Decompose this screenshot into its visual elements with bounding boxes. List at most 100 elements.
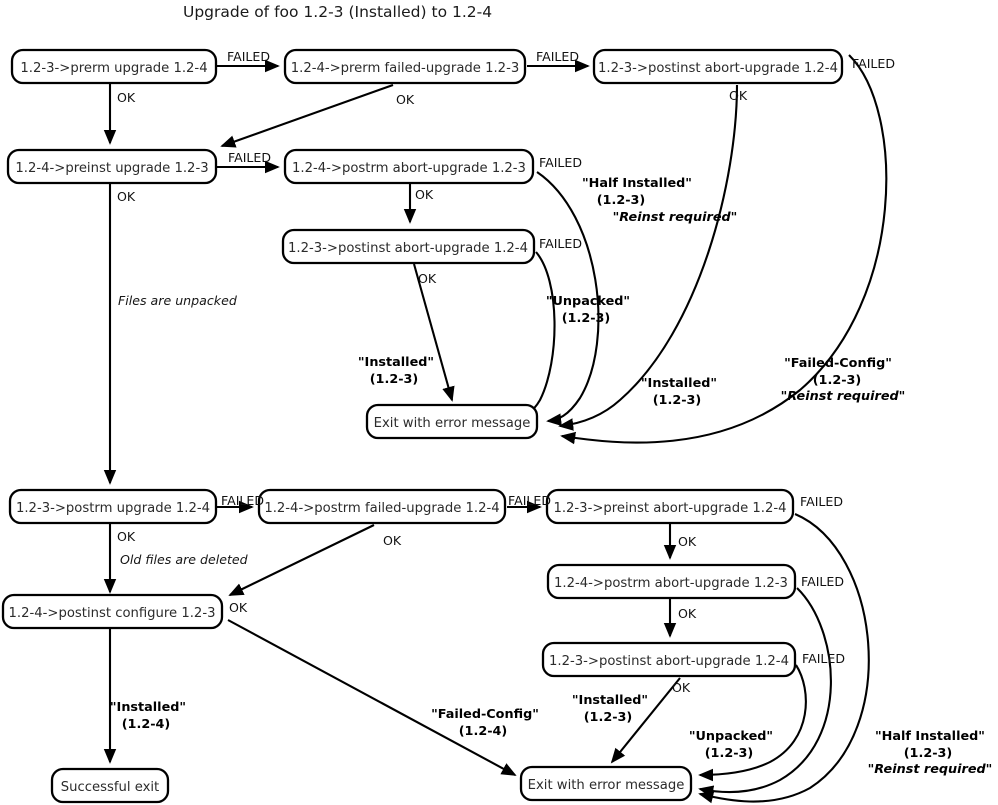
node-label: Exit with error message xyxy=(528,778,685,793)
edge-label-ok-1: OK xyxy=(117,90,136,105)
node-box xyxy=(8,488,218,525)
state-line1: "Unpacked" xyxy=(689,729,773,744)
node-box xyxy=(519,765,693,802)
state-line2: (1.2-4) xyxy=(122,717,171,732)
state-line2: (1.2-4) xyxy=(459,724,508,739)
node-postrm-abort-upgrade-bottom[interactable]: 1.2-4->postrm abort-upgrade 1.2-3 xyxy=(546,563,797,600)
node-successful-exit[interactable]: Successful exit xyxy=(50,767,170,804)
node-prerm-upgrade[interactable]: 1.2-3->prerm upgrade 1.2-4 xyxy=(10,48,218,85)
node-box xyxy=(283,48,527,85)
edge-label-ok-2: OK xyxy=(396,92,415,107)
edge-label-failed-3: FAILED xyxy=(852,56,895,71)
node-label: Successful exit xyxy=(61,780,159,795)
node-box xyxy=(546,563,797,600)
node-box xyxy=(365,403,539,440)
node-preinst-abort-upgrade[interactable]: 1.2-3->preinst abort-upgrade 1.2-4 xyxy=(545,488,795,525)
state-unpacked-bottom: "Unpacked" (1.2-3) xyxy=(689,729,773,761)
state-line2: (1.2-3) xyxy=(370,372,419,387)
state-failed-config-bottom: "Failed-Config" (1.2-4) xyxy=(431,707,539,739)
node-label: 1.2-4->preinst upgrade 1.2-3 xyxy=(15,161,208,176)
node-label: 1.2-4->postinst configure 1.2-3 xyxy=(9,606,216,621)
node-box xyxy=(283,148,535,185)
node-preinst-upgrade[interactable]: 1.2-4->preinst upgrade 1.2-3 xyxy=(6,148,218,185)
node-box xyxy=(10,48,218,85)
state-line2: (1.2-3) xyxy=(813,373,862,388)
state-line3: "Reinst required" xyxy=(868,762,993,777)
node-box xyxy=(1,593,224,630)
edge-label-failed-12: OK xyxy=(229,600,248,615)
state-line2: (1.2-3) xyxy=(584,710,633,725)
page-title: Upgrade of foo 1.2-3 (Installed) to 1.2-… xyxy=(183,3,492,21)
edge-label-ok-5: OK xyxy=(415,187,434,202)
node-label: 1.2-4->postrm abort-upgrade 1.2-3 xyxy=(292,161,526,176)
edge-label-failed-8: FAILED xyxy=(508,493,551,508)
node-exit-error-bottom[interactable]: Exit with error message xyxy=(519,765,693,802)
edge-label-ok-10: OK xyxy=(678,606,697,621)
node-box xyxy=(545,488,795,525)
node-label: Exit with error message xyxy=(374,416,531,431)
edge-label-failed-11: FAILED xyxy=(802,651,845,666)
node-label: 1.2-3->postrm upgrade 1.2-4 xyxy=(16,501,210,516)
note-files-unpacked: Files are unpacked xyxy=(118,293,238,308)
edge-label-ok-11: OK xyxy=(672,680,691,695)
state-half-installed-bottom: "Half Installed" (1.2-3) "Reinst require… xyxy=(868,729,993,777)
state-line3: "Reinst required" xyxy=(613,210,738,225)
edge-label-failed-4: FAILED xyxy=(228,150,271,165)
node-postinst-abort-upgrade-mid[interactable]: 1.2-3->postinst abort-upgrade 1.2-4 xyxy=(281,228,536,265)
state-installed-final: "Installed" (1.2-4) xyxy=(110,700,186,732)
edge-n12-n14-failed xyxy=(698,664,807,782)
edge-label-ok-7: OK xyxy=(117,529,136,544)
edge-n12-n14 xyxy=(610,677,681,764)
node-exit-error-top[interactable]: Exit with error message xyxy=(365,403,539,440)
edge-n3-n7-failed xyxy=(560,54,888,445)
node-postrm-failed-upgrade[interactable]: 1.2-4->postrm failed-upgrade 1.2-4 xyxy=(257,488,507,525)
state-line1: "Installed" xyxy=(110,700,186,715)
state-line1: "Failed-Config" xyxy=(431,707,539,722)
state-installed-mid: "Installed" (1.2-3) xyxy=(641,376,717,408)
state-line1: "Installed" xyxy=(358,355,434,370)
edge-n11-n14-failed xyxy=(698,587,832,798)
node-postinst-configure[interactable]: 1.2-4->postinst configure 1.2-3 xyxy=(1,593,224,630)
edge-label-failed-5: FAILED xyxy=(539,155,582,170)
node-label: 1.2-4->postrm failed-upgrade 1.2-4 xyxy=(264,501,499,516)
node-box xyxy=(257,488,507,525)
node-postinst-abort-upgrade-bottom[interactable]: 1.2-3->postinst abort-upgrade 1.2-4 xyxy=(541,641,797,678)
note-old-files-deleted: Old files are deleted xyxy=(120,552,249,567)
edge-n2-n4 xyxy=(220,84,394,148)
node-postrm-abort-upgrade-top[interactable]: 1.2-4->postrm abort-upgrade 1.2-3 xyxy=(283,148,535,185)
node-label: 1.2-4->postrm abort-upgrade 1.2-3 xyxy=(554,576,788,591)
edge-label-failed-1: FAILED xyxy=(227,49,270,64)
state-installed-top: "Installed" (1.2-3) xyxy=(358,355,434,387)
node-label: 1.2-3->postinst abort-upgrade 1.2-4 xyxy=(288,241,528,256)
edge-label-failed-7: FAILED xyxy=(221,493,264,508)
node-prerm-failed-upgrade[interactable]: 1.2-4->prerm failed-upgrade 1.2-3 xyxy=(283,48,527,85)
node-postrm-upgrade[interactable]: 1.2-3->postrm upgrade 1.2-4 xyxy=(8,488,218,525)
edge-label-ok-8: OK xyxy=(383,533,402,548)
edge-label-failed-9: FAILED xyxy=(800,494,843,509)
node-box xyxy=(592,48,844,85)
node-label: 1.2-3->postinst abort-upgrade 1.2-4 xyxy=(549,654,789,669)
edge-label-failed-6: FAILED xyxy=(539,236,582,251)
edge-n9-n13 xyxy=(228,524,375,596)
edge-label-failed-2: FAILED xyxy=(536,49,579,64)
state-failed-config-top: "Failed-Config" (1.2-3) "Reinst required… xyxy=(781,356,906,404)
edge-n5-n7-failed xyxy=(536,171,600,426)
node-label: 1.2-3->prerm upgrade 1.2-4 xyxy=(20,61,207,76)
state-installed-bottom: "Installed" (1.2-3) xyxy=(572,693,648,725)
node-box xyxy=(6,148,218,185)
state-line2: (1.2-3) xyxy=(597,193,646,208)
state-line1: "Installed" xyxy=(641,376,717,391)
node-label: 1.2-3->postinst abort-upgrade 1.2-4 xyxy=(598,61,838,76)
edge-label-ok-9: OK xyxy=(678,534,697,549)
node-box xyxy=(281,228,536,265)
node-box xyxy=(50,767,170,804)
state-line1: "Half Installed" xyxy=(875,729,985,744)
state-line2: (1.2-3) xyxy=(705,746,754,761)
node-postinst-abort-upgrade-top[interactable]: 1.2-3->postinst abort-upgrade 1.2-4 xyxy=(592,48,844,85)
state-unpacked-top: "Unpacked" (1.2-3) xyxy=(546,294,630,326)
edge-n10-n14-failed xyxy=(698,513,870,804)
node-box xyxy=(541,641,797,678)
state-line2: (1.2-3) xyxy=(562,311,611,326)
state-line1: "Installed" xyxy=(572,693,648,708)
